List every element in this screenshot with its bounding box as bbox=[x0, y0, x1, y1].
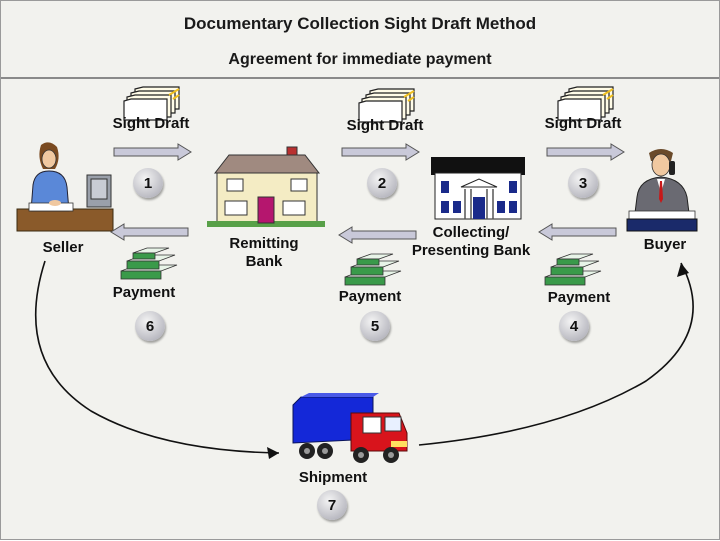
buyer-label: Buyer bbox=[643, 236, 687, 253]
arrow-right-icon bbox=[113, 143, 192, 161]
document-stack-icon bbox=[123, 86, 180, 121]
step-number-6: 6 bbox=[135, 311, 165, 341]
money-stack-icon bbox=[344, 253, 402, 286]
remitting-bank-label-line2: Bank bbox=[245, 253, 283, 270]
step-number-3: 3 bbox=[568, 168, 598, 198]
arrow-right-icon bbox=[546, 143, 625, 161]
step-number-1: 1 bbox=[133, 168, 163, 198]
arrow-left-icon bbox=[110, 223, 189, 241]
money-stack-icon bbox=[120, 247, 178, 280]
step-number-4: 4 bbox=[559, 311, 589, 341]
page-title: Documentary Collection Sight Draft Metho… bbox=[183, 14, 537, 33]
sight-draft-label-2: Sight Draft bbox=[346, 117, 424, 134]
arrow-left-icon bbox=[338, 226, 417, 244]
buyer-person-icon bbox=[626, 149, 698, 232]
house-bank-icon bbox=[207, 146, 325, 227]
payment-label-6: Payment bbox=[112, 284, 176, 301]
arrow-left-icon bbox=[538, 223, 617, 241]
money-stack-icon bbox=[544, 253, 602, 286]
collecting-bank-label-line2: Presenting Bank bbox=[411, 242, 531, 259]
sight-draft-label-3: Sight Draft bbox=[544, 115, 622, 132]
header: Documentary Collection Sight Draft Metho… bbox=[1, 1, 719, 79]
collecting-bank-label-line1: Collecting/ bbox=[432, 224, 510, 241]
seller-person-icon bbox=[16, 142, 114, 232]
sight-draft-label-1: Sight Draft bbox=[112, 115, 190, 132]
step-number-2: 2 bbox=[367, 168, 397, 198]
payment-label-4: Payment bbox=[547, 289, 611, 306]
document-stack-icon bbox=[557, 86, 614, 121]
seller-label: Seller bbox=[42, 239, 84, 256]
shipment-label: Shipment bbox=[298, 469, 368, 486]
remitting-bank-label-line1: Remitting bbox=[229, 235, 299, 252]
step-number-7: 7 bbox=[317, 490, 347, 520]
document-stack-icon bbox=[358, 88, 415, 123]
payment-label-5: Payment bbox=[338, 288, 402, 305]
building-bank-icon bbox=[431, 157, 525, 220]
step-number-5: 5 bbox=[360, 311, 390, 341]
truck-icon bbox=[292, 393, 408, 463]
arrow-right-icon bbox=[341, 143, 420, 161]
page-subtitle: Agreement for immediate payment bbox=[228, 51, 492, 68]
